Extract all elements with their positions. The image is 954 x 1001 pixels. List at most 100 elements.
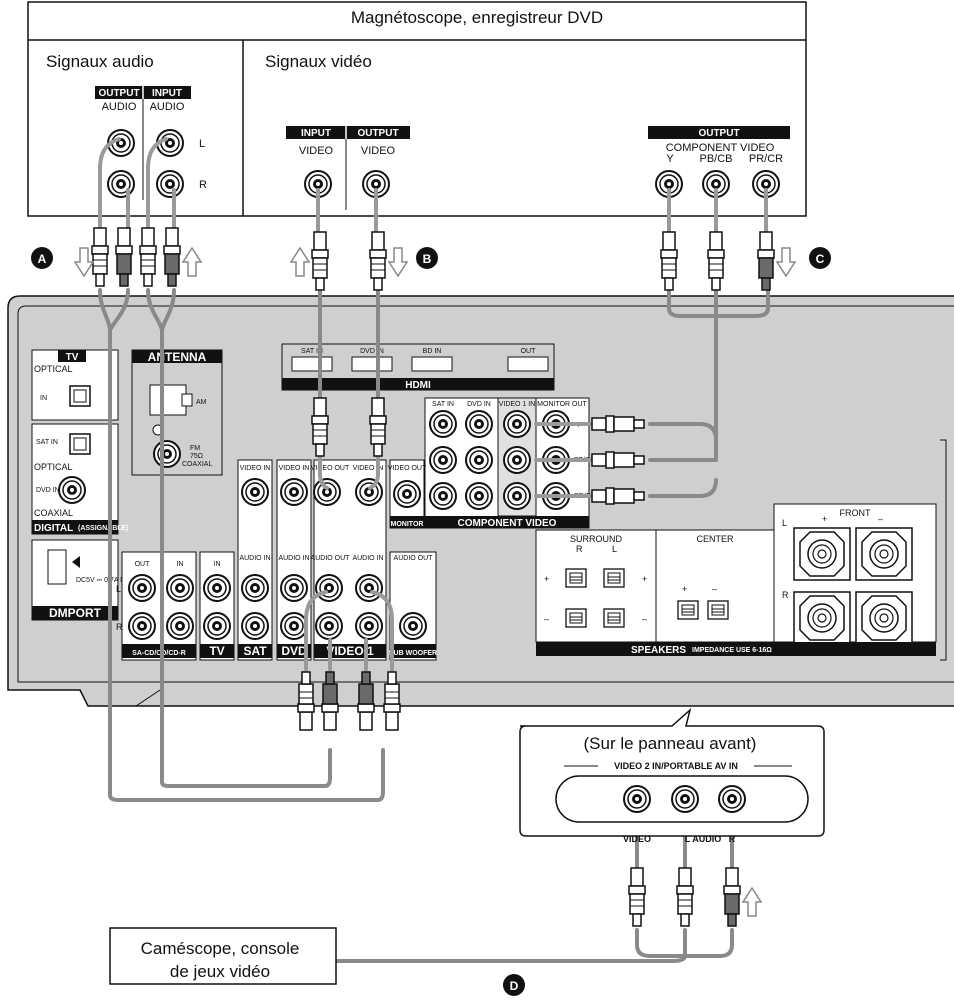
fm-label: FM <box>190 445 200 452</box>
top-left-label: L <box>199 138 205 150</box>
comp-dvd-y-jack <box>465 410 493 438</box>
tv-audio-l-jack <box>203 574 231 602</box>
sacd-out-label: OUT <box>135 561 151 568</box>
fm-coax-label: COAXIAL <box>182 461 212 468</box>
optical-label: OPTICAL <box>34 364 73 374</box>
audio-output-header: OUTPUT <box>98 88 139 99</box>
camcorder-box <box>109 927 337 985</box>
dvd-label: DVD <box>281 644 307 658</box>
tv-box-label: TV <box>66 352 79 363</box>
center-minus-terminal <box>707 600 729 620</box>
impedance-label: IMPEDANCE USE 6-16Ω <box>692 647 772 654</box>
fm-antenna-jack <box>153 440 181 468</box>
front-r-minus-terminal <box>855 591 913 645</box>
top-right-label: R <box>199 179 207 191</box>
front-r-label: R <box>729 834 736 844</box>
hdmi-sat-label: SAT IN <box>301 348 323 355</box>
pr-label: PR/CR <box>749 153 783 165</box>
center-plus-terminal <box>677 600 699 620</box>
video1-audio-in-r-jack <box>355 612 383 640</box>
audio-out-r-jack <box>107 170 135 198</box>
dvd-in-label: DVD IN <box>36 487 60 494</box>
comp-sat-y-jack <box>429 410 457 438</box>
surround-l-minus-terminal <box>603 608 625 628</box>
surround-plus-left: + <box>544 574 549 584</box>
front-audio-r-jack <box>718 785 746 813</box>
audio-output-label: AUDIO <box>102 101 137 113</box>
comp-video1-label: VIDEO 1 IN <box>499 401 536 408</box>
surround-l-label: L <box>612 544 617 554</box>
front-minus-label: – <box>878 514 883 524</box>
sacd-in-label: IN <box>177 561 184 568</box>
top-device-panel: OUTPUT INPUT AUDIO AUDIO L R INPUT OUTPU… <box>27 1 807 217</box>
center-label: CENTER <box>696 534 734 544</box>
surround-l-plus-terminal <box>603 568 625 588</box>
antenna-label: ANTENNA <box>148 350 207 364</box>
arrow-a-up-icon <box>182 247 202 277</box>
dmport-label: DMPORT <box>49 606 102 620</box>
callout-c-text: C <box>816 252 825 266</box>
sacd-in-r-jack <box>166 612 194 640</box>
sat-optical-jack <box>69 433 91 455</box>
component-video-label: COMPONENT VIDEO <box>458 518 557 529</box>
front-label: FRONT <box>840 508 871 518</box>
video1-label: VIDEO 1 <box>326 644 374 658</box>
front-l-plus-terminal <box>793 527 851 581</box>
monitor-video-out-label: VIDEO OUT <box>388 465 427 472</box>
receiver-panel: TV OPTICAL IN SAT IN OPTICAL DVD IN COAX… <box>7 295 954 707</box>
tv-label: TV <box>209 644 224 658</box>
sat-video-in-label: VIDEO IN <box>240 465 271 472</box>
top-device-title: Magnétoscope, enregistreur DVD <box>350 8 604 27</box>
front-l-label: L <box>782 518 787 528</box>
plug-c-y <box>660 231 678 291</box>
front-video-jack <box>623 785 651 813</box>
tv-audio-r-jack <box>203 612 231 640</box>
arrow-a-down-icon <box>74 247 94 277</box>
video1-audio-in-l-jack <box>355 574 383 602</box>
arrow-d-up-icon <box>742 887 762 917</box>
dvd-audio-r-jack <box>280 612 308 640</box>
plug-d-video <box>628 867 646 927</box>
surround-minus-right: – <box>642 614 647 624</box>
plug-a-out-r <box>115 227 133 287</box>
video1-audio-in-label: AUDIO IN <box>352 555 383 562</box>
y-label: Y <box>666 153 674 165</box>
component-video-label: COMPONENT VIDEO <box>666 142 775 154</box>
plug-c-pb <box>707 231 725 291</box>
video1-video-out-label: VIDEO OUT <box>311 465 350 472</box>
front-r-label: R <box>782 590 789 600</box>
sacd-out-l-jack <box>128 574 156 602</box>
front-panel-box: VIDEO 2 IN/PORTABLE AV IN VIDEO L AUDIO … <box>519 707 825 844</box>
comp-video1-y-jack <box>503 410 531 438</box>
front-panel-subtitle: VIDEO 2 IN/PORTABLE AV IN <box>614 761 738 771</box>
dvd-audio-l-jack <box>280 574 308 602</box>
dmport-power-label: DC5V ⎓ 0.7A MAX <box>76 577 136 584</box>
callout-b: B <box>416 247 438 269</box>
comp-video1-pb-jack <box>503 446 531 474</box>
comp-sat-label: SAT IN <box>432 401 454 408</box>
arrow-c-down-icon <box>776 247 796 277</box>
front-plus-label: + <box>822 514 827 524</box>
front-l-audio-label: L AUDIO <box>685 834 722 844</box>
optical2-label: OPTICAL <box>34 462 73 472</box>
callout-c: C <box>809 247 831 269</box>
callout-d-text: D <box>510 979 519 993</box>
plug-b-out <box>369 231 387 291</box>
arrow-b-up-icon <box>290 247 310 277</box>
cable-top-audio <box>98 137 768 234</box>
pb-label: PB/CB <box>699 153 732 165</box>
comp-dvd-pb-jack <box>465 446 493 474</box>
callout-a-text: A <box>38 252 47 266</box>
video1-audio-out-r-jack <box>315 612 343 640</box>
hdmi-bd-label: BD IN <box>423 348 442 355</box>
monitor-label: MONITOR <box>391 521 424 528</box>
plug-b-in <box>311 231 329 291</box>
front-panel-title: (Sur le panneau avant) <box>583 734 757 753</box>
comp-dvd-label: DVD IN <box>467 401 491 408</box>
surround-r-plus-terminal <box>565 568 587 588</box>
sacd-in-l-jack <box>166 574 194 602</box>
video1-video-out-jack <box>313 478 341 506</box>
center-plus: + <box>682 584 687 594</box>
sacd-l-label: L <box>116 584 121 594</box>
video-input-header: INPUT <box>301 128 331 139</box>
